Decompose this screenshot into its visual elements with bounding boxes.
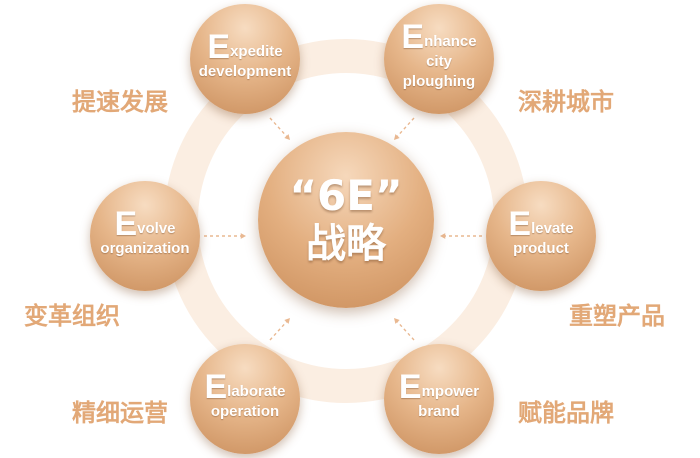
label-empower-cn: 赋能品牌 — [518, 399, 614, 427]
arrow-evolve-head — [240, 233, 246, 239]
node-elaborate: Elaborate operation — [190, 344, 300, 454]
node-elaborate-line: operation — [210, 402, 280, 420]
node-elevate-rest: levate — [531, 219, 574, 237]
node-enhance: Enhance city ploughing — [384, 4, 494, 114]
node-enhance-line-2: ploughing — [402, 72, 476, 90]
label-elaborate-cn: 精细运营 — [72, 399, 168, 427]
center-circle: “6E” 战略 — [258, 132, 434, 308]
arrow-elevate-head — [440, 233, 446, 239]
node-evolve-rest: volve — [137, 219, 176, 237]
node-empower-letter: E — [398, 367, 422, 406]
node-expedite-rest: xpedite — [230, 42, 283, 60]
node-evolve-letter: E — [114, 204, 138, 243]
node-enhance-rest: nhance — [424, 32, 477, 50]
node-expedite-letter: E — [207, 27, 231, 66]
arrow-expedite-head — [284, 134, 290, 140]
node-empower: Empower brand — [384, 344, 494, 454]
node-elevate: Elevate product — [486, 181, 596, 291]
arrow-empower-head — [394, 318, 400, 324]
node-enhance-line-1: city — [426, 52, 452, 70]
arrow-enhance-head — [394, 134, 400, 140]
center-subtitle: 战略 — [306, 221, 386, 267]
node-elevate-letter: E — [508, 204, 532, 243]
node-evolve-line: organization — [100, 239, 190, 257]
node-expedite: Expedite development — [190, 4, 300, 114]
node-elaborate-rest: laborate — [227, 382, 286, 400]
label-expedite-cn: 提速发展 — [72, 88, 168, 116]
arrows-group — [204, 117, 482, 341]
node-enhance-letter: E — [401, 17, 425, 56]
node-elaborate-letter: E — [204, 367, 228, 406]
label-evolve-cn: 变革组织 — [24, 302, 120, 330]
arrow-elaborate-head — [284, 318, 290, 324]
node-evolve: Evolve organization — [90, 181, 200, 291]
label-enhance-cn: 深耕城市 — [518, 88, 614, 116]
center-title: “6E” — [289, 171, 403, 220]
node-empower-line: brand — [418, 402, 460, 420]
node-elevate-line: product — [513, 239, 569, 257]
node-empower-rest: mpower — [421, 382, 480, 400]
label-elevate-cn: 重塑产品 — [569, 302, 665, 330]
node-expedite-line: development — [198, 62, 292, 80]
